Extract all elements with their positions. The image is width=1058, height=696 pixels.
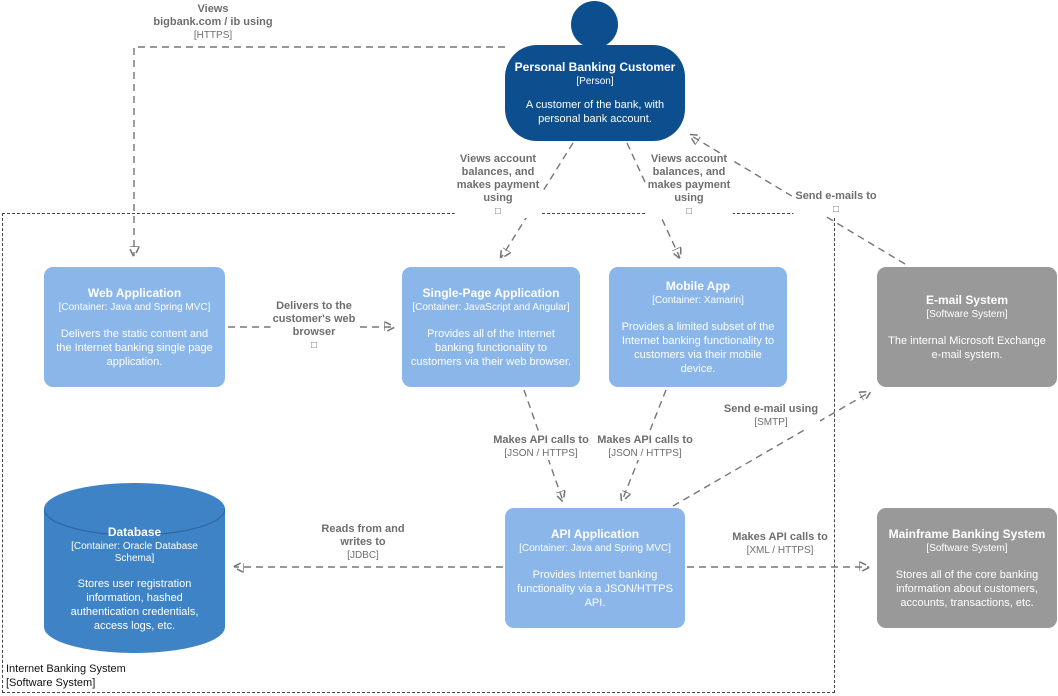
node-description: Provides all of the Internet banking fun… [410, 327, 572, 368]
node-description: Stores all of the core banking informati… [895, 568, 1039, 609]
container-single-page-application[interactable]: Single-Page Application [Container: Java… [402, 267, 580, 387]
relationship-label-delivers-to-browser: Delivers to the customer's web browser □ [270, 300, 358, 352]
software-system-email[interactable]: E-mail System [Software System] The inte… [877, 267, 1057, 387]
container-mobile-app[interactable]: Mobile App [Container: Xamarin] Provides… [609, 267, 787, 387]
node-meta: [Container: Xamarin] [652, 294, 744, 306]
relationship-label-views-spa: Views account balances, and makes paymen… [454, 153, 542, 218]
relationship-text: Makes API calls to [732, 531, 828, 543]
node-title: Database [107, 525, 162, 539]
relationship-label-api-mainframe-calls: Makes API calls to [XML / HTTPS] [730, 531, 830, 557]
relationship-technology: [JSON / HTTPS] [608, 448, 682, 459]
relationship-label-views-mobile: Views account balances, and makes paymen… [645, 153, 733, 218]
relationship-label-views-web: Views bigbank.com / ib using [HTTPS] [151, 3, 275, 42]
relationship-technology: [JSON / HTTPS] [504, 448, 578, 459]
node-description: The internal Microsoft Exchange e-mail s… [888, 334, 1046, 361]
database-cylinder-icon [44, 483, 225, 653]
container-database[interactable]: Database [Container: Oracle Database Sch… [44, 483, 225, 653]
relationship-text: Makes API calls to [597, 434, 693, 446]
node-title: E-mail System [925, 292, 1009, 307]
relationship-text: Views account balances, and makes paymen… [456, 153, 540, 204]
boundary-meta: [Software System] [6, 677, 96, 689]
relationship-text: Reads from and writes to [321, 523, 405, 548]
node-meta: [Person] [576, 76, 614, 87]
relationship-label-spa-api-calls: Makes API calls to [JSON / HTTPS] [491, 434, 591, 460]
person-personal-banking-customer[interactable]: Personal Banking Customer [Person] A cus… [505, 45, 685, 141]
node-title: Web Application [87, 285, 182, 300]
node-meta: [Container: Oracle Database Schema] [71, 541, 198, 564]
container-api-application[interactable]: API Application [Container: Java and Spr… [505, 508, 685, 628]
software-system-mainframe[interactable]: Mainframe Banking System [Software Syste… [877, 508, 1057, 628]
boundary-label: Internet Banking System [Software System… [6, 662, 126, 690]
relationship-text: Send e-mail using [723, 403, 819, 415]
node-description: Stores user registration information, ha… [70, 578, 199, 632]
node-meta: [Container: Java and Spring MVC] [58, 301, 211, 313]
person-head-icon [571, 1, 618, 48]
relationship-text: Views bigbank.com / ib using [153, 3, 273, 28]
node-meta: [Container: JavaScript and Angular] [412, 301, 570, 313]
relationship-technology: [SMTP] [754, 417, 788, 428]
relationship-label-reads-writes-jdbc: Reads from and writes to [JDBC] [319, 523, 407, 562]
relationship-technology: [HTTPS] [193, 30, 233, 41]
node-meta: [Software System] [926, 542, 1008, 554]
relationship-technology: [XML / HTTPS] [746, 545, 814, 556]
relationship-text: Delivers to the customer's web browser [272, 300, 356, 338]
relationship-text: Makes API calls to [493, 434, 589, 446]
relationship-technology: □ [310, 340, 318, 351]
node-description: Provides Internet banking functionality … [517, 568, 673, 609]
relationship-technology: □ [832, 204, 840, 215]
relationship-text: Send e-mails to [795, 190, 877, 202]
node-description: Provides a limited subset of the Interne… [621, 320, 775, 375]
node-description: Delivers the static content and the Inte… [56, 327, 213, 368]
node-meta: [Software System] [926, 308, 1008, 320]
relationship-technology: □ [685, 206, 693, 217]
relationship-label-send-emails: Send e-mails to □ [793, 190, 879, 216]
relationship-technology: □ [494, 206, 502, 217]
node-title: Mobile App [665, 278, 731, 293]
relationship-text: Views account balances, and makes paymen… [647, 153, 731, 204]
relationship-label-send-email-smtp: Send e-mail using [SMTP] [721, 403, 821, 429]
node-title: Mainframe Banking System [888, 526, 1046, 541]
node-meta: [Container: Java and Spring MVC] [519, 542, 671, 554]
node-title: API Application [550, 526, 640, 541]
relationship-label-mobile-api-calls: Makes API calls to [JSON / HTTPS] [595, 434, 695, 460]
node-title: Single-Page Application [422, 285, 560, 300]
boundary-name: Internet Banking System [6, 663, 126, 675]
relationship-technology: [JDBC] [347, 550, 379, 561]
node-title: Personal Banking Customer [514, 60, 676, 74]
container-web-application[interactable]: Web Application [Container: Java and Spr… [44, 267, 225, 387]
node-description: A customer of the bank, with personal ba… [525, 99, 665, 125]
